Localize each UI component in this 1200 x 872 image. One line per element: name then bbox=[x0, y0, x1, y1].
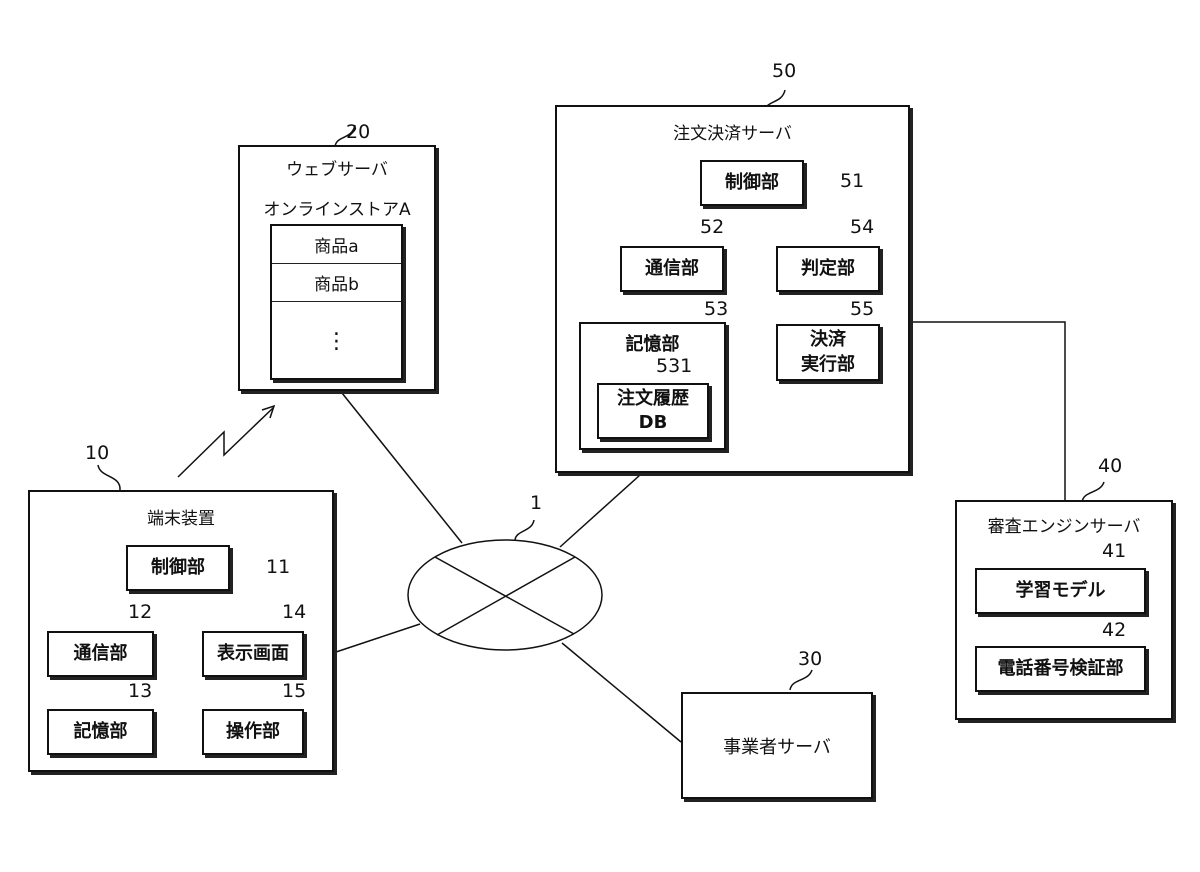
operation-unit: 操作部 bbox=[202, 709, 304, 755]
payment-server-title: 注文決済サーバ bbox=[673, 124, 792, 144]
payment-storage-label: 記憶部 bbox=[625, 334, 680, 355]
product-a: 商品a bbox=[272, 226, 401, 264]
ref-review-engine: 40 bbox=[1098, 455, 1123, 477]
wireless-arrow bbox=[177, 407, 274, 478]
display-screen-unit: 表示画面 bbox=[202, 631, 304, 677]
network-cross-2 bbox=[436, 556, 576, 636]
terminal-comm-unit: 通信部 bbox=[47, 631, 154, 677]
network-ellipse bbox=[407, 539, 603, 651]
judgement-unit: 判定部 bbox=[776, 246, 880, 292]
web-server-box: ウェブサーバ オンラインストアA 商品a 商品b ⋮ bbox=[238, 145, 436, 391]
link-web-network bbox=[337, 387, 463, 544]
ref-payment-comm: 52 bbox=[700, 216, 725, 238]
ref-payment-server: 50 bbox=[772, 60, 797, 82]
payment-comm-unit: 通信部 bbox=[620, 246, 724, 292]
ref-terminal: 10 bbox=[85, 442, 110, 464]
ref-payment-execution: 55 bbox=[850, 298, 875, 320]
learning-model: 学習モデル bbox=[975, 568, 1146, 614]
online-store-label: オンラインストアA bbox=[263, 200, 411, 220]
ref-order-history-db: 531 bbox=[656, 355, 693, 377]
ref-payment-storage: 53 bbox=[704, 298, 729, 320]
ref-business-server: 30 bbox=[798, 648, 823, 670]
business-server-box: 事業者サーバ bbox=[681, 692, 873, 799]
business-server-title: 事業者サーバ bbox=[723, 736, 831, 758]
terminal-title: 端末装置 bbox=[147, 509, 215, 529]
more-products-ellipsis: ⋮ bbox=[325, 329, 348, 355]
review-engine-title: 審査エンジンサーバ bbox=[987, 517, 1141, 537]
link-network-business bbox=[561, 642, 682, 743]
ref-display-screen: 14 bbox=[282, 601, 307, 623]
ref-terminal-storage: 13 bbox=[128, 680, 153, 702]
ref-learning-model: 41 bbox=[1102, 540, 1127, 562]
link-payment-network bbox=[559, 474, 641, 548]
terminal-storage-unit: 記憶部 bbox=[47, 709, 154, 755]
link-terminal-network bbox=[335, 623, 421, 653]
payment-execution-unit: 決済 実行部 bbox=[776, 324, 880, 381]
ref-judgement: 54 bbox=[850, 216, 875, 238]
ref-network: 1 bbox=[530, 492, 543, 514]
order-history-db: 注文履歴 DB bbox=[597, 383, 709, 439]
wireless-arrowhead bbox=[261, 404, 276, 419]
product-b: 商品b bbox=[272, 264, 401, 302]
phone-number-verification-unit: 電話番号検証部 bbox=[975, 646, 1146, 692]
product-list: 商品a 商品b ⋮ bbox=[270, 224, 403, 380]
link-payment-review bbox=[908, 321, 1066, 502]
ref-terminal-comm: 12 bbox=[128, 601, 153, 623]
network-cross-1 bbox=[434, 556, 575, 635]
terminal-control-unit: 制御部 bbox=[126, 545, 230, 591]
ref-operation: 15 bbox=[282, 680, 307, 702]
web-server-title: ウェブサーバ bbox=[286, 160, 388, 180]
payment-control-unit: 制御部 bbox=[700, 160, 804, 206]
ref-phone-verification: 42 bbox=[1102, 619, 1127, 641]
ref-web-server: 20 bbox=[346, 121, 371, 143]
ref-terminal-control: 11 bbox=[266, 556, 291, 578]
ref-payment-control: 51 bbox=[840, 170, 865, 192]
